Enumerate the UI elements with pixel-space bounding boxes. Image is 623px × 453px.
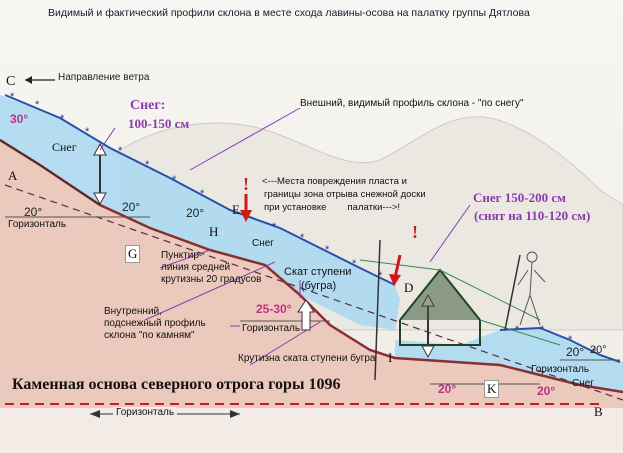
outer-profile-label: Внешний, видимый профиль склона - "по сн… xyxy=(300,98,524,109)
svg-text:*: * xyxy=(60,113,65,125)
step-up-arrow xyxy=(297,299,315,331)
angle-20-c: 20° xyxy=(186,206,205,220)
snow-right-label-1: Снег 150-200 см xyxy=(473,190,567,205)
damage-label-2: границы зона отрыва снежной доски xyxy=(264,189,426,200)
inner-profile-label-3: склона "по камням" xyxy=(104,330,195,341)
red-arrow-d xyxy=(389,254,402,286)
step-slope-label-1: Скат ступени xyxy=(284,266,352,278)
wind-arrow-head xyxy=(25,76,32,84)
svg-text:*: * xyxy=(592,346,597,358)
exclamation-mark-left: ! xyxy=(243,174,249,194)
inner-rock-profile xyxy=(0,138,623,394)
step-steepness-label: Крутизна ската ступени бугра xyxy=(238,353,376,364)
svg-text:*: * xyxy=(10,91,15,103)
svg-text:*: * xyxy=(118,145,123,157)
angle-25-30: 25-30° xyxy=(256,302,292,316)
point-g-label: G xyxy=(125,245,141,263)
ski-pole-left xyxy=(374,239,381,381)
svg-text:*: * xyxy=(325,244,330,256)
point-k-label: K xyxy=(484,380,500,398)
dashed-line-label-2: линия средней xyxy=(161,262,231,273)
snow-depth-arrow-top-down xyxy=(93,192,107,206)
svg-text:*: * xyxy=(172,174,177,186)
angle-20-b: 20° xyxy=(590,344,607,356)
point-i-label: I xyxy=(388,350,393,365)
point-c-label: C xyxy=(6,74,16,89)
svg-text:*: * xyxy=(352,258,357,270)
inner-profile-label-2: подснежный профиль xyxy=(104,318,206,329)
average-steepness-dashed-line xyxy=(4,184,623,401)
horizon-bottom-label: Горизонталь xyxy=(113,407,178,418)
outer-profile-line xyxy=(4,94,396,286)
snow-top-depth-label: 100-150 см xyxy=(128,116,190,131)
point-e-label: E xyxy=(232,202,240,217)
point-b-label: B xyxy=(594,404,603,419)
step-slope-label-2: (бугра) xyxy=(301,280,337,292)
snow-right-label-2: (снят на 110-120 см) xyxy=(474,208,591,223)
svg-text:*: * xyxy=(35,99,40,111)
svg-text:*: * xyxy=(145,159,150,171)
angle-20-left: 20° xyxy=(24,205,43,219)
base-area xyxy=(0,408,623,453)
damage-label-3: при установке палатки--->! xyxy=(264,202,401,213)
point-a-label: A xyxy=(8,168,18,183)
svg-text:*: * xyxy=(540,324,545,336)
dashed-line-label-3: крутизны 20 градусов xyxy=(161,274,262,285)
point-h-label: H xyxy=(209,224,219,239)
rock-body xyxy=(0,140,623,408)
ski-pole-right xyxy=(504,254,521,331)
red-arrow-e xyxy=(240,194,252,222)
svg-text:*: * xyxy=(272,221,277,233)
svg-text:*: * xyxy=(568,334,573,346)
person-figure xyxy=(517,251,546,326)
wind-label: Направление ветра xyxy=(58,72,150,83)
snow-br-label: Снег xyxy=(572,378,594,389)
svg-text:*: * xyxy=(300,232,305,244)
dashed-line-label-1: Пунктир- xyxy=(161,250,203,261)
exclamation-mark-right: ! xyxy=(412,222,418,242)
angle-30: 30° xyxy=(10,112,29,126)
damage-label-1: <---Места повреждения пласта и xyxy=(262,176,407,187)
horizon-left-label: Горизонталь xyxy=(8,219,67,230)
horizon-mid-label: Горизонталь xyxy=(242,323,301,334)
outer-profile-line-right xyxy=(499,326,621,363)
svg-text:*: * xyxy=(200,188,205,200)
inner-profile-label-1: Внутренний, xyxy=(104,306,162,317)
horizon-right-label: Горизонталь xyxy=(531,364,590,375)
svg-text:*: * xyxy=(515,324,520,336)
angle-20-r2: 20° xyxy=(537,384,556,398)
snow-top-label: Снег: xyxy=(130,98,166,113)
snow-mid-label: Снег xyxy=(252,238,274,249)
tent xyxy=(359,259,561,346)
inner-profile-upper xyxy=(0,139,101,206)
angle-20-mid: 20° xyxy=(122,200,141,214)
bedrock-label: Каменная основа северного отрога горы 10… xyxy=(12,376,341,393)
svg-text:*: * xyxy=(378,270,383,282)
angle-20-r1: 20° xyxy=(566,345,585,359)
snow-left-label: Снег xyxy=(52,140,77,154)
angle-20-bottom: 20° xyxy=(438,382,457,396)
title: Видимый и фактический профили склона в м… xyxy=(48,7,530,19)
svg-text:*: * xyxy=(85,126,90,138)
point-d-label: D xyxy=(404,280,414,295)
